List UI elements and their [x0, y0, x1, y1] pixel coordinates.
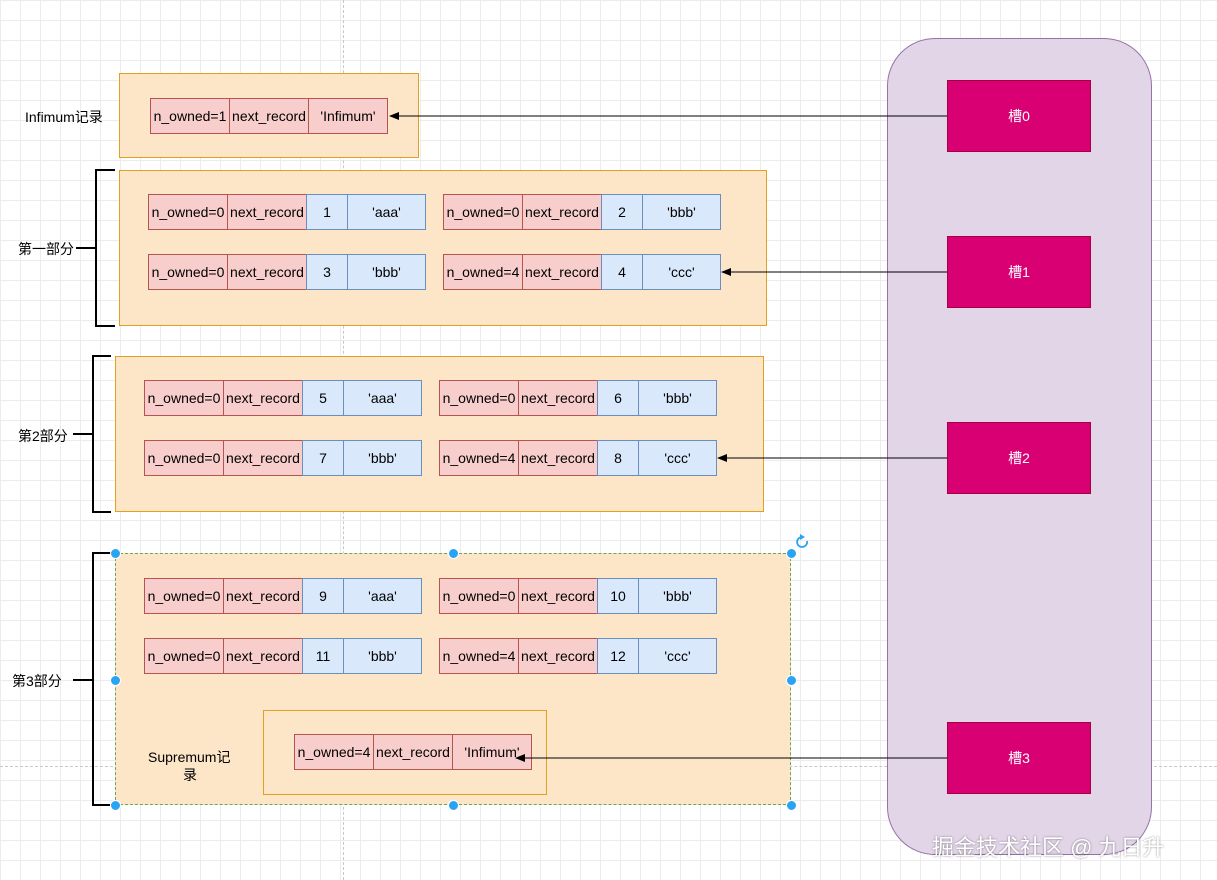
record-8-n-owned[interactable]: n_owned=4	[439, 440, 519, 476]
record-8-id[interactable]: 8	[597, 440, 639, 476]
watermark: 掘金技术社区 @ 九日升	[932, 835, 1165, 860]
record-6-next-record[interactable]: next_record	[518, 380, 598, 416]
record-11-id[interactable]: 11	[302, 638, 344, 674]
infimum-label: Infimum记录	[25, 109, 103, 125]
part-1-label: 第一部分	[18, 241, 74, 257]
record-1-value[interactable]: 'aaa'	[347, 194, 426, 230]
record-11-next-record[interactable]: next_record	[223, 638, 303, 674]
record-12-n-owned[interactable]: n_owned=4	[439, 638, 519, 674]
slot-1[interactable]: 槽1	[947, 236, 1091, 308]
record-3-next-record[interactable]: next_record	[227, 254, 307, 290]
part-2-bracket	[92, 355, 111, 513]
record-3-n-owned[interactable]: n_owned=0	[148, 254, 228, 290]
record-8-value[interactable]: 'ccc'	[638, 440, 717, 476]
supremum-value-cell[interactable]: 'Infimum'	[452, 734, 532, 770]
record-4-next-record[interactable]: next_record	[522, 254, 602, 290]
part-3-bracket	[92, 552, 111, 806]
infimum-next-record-cell[interactable]: next_record	[229, 98, 309, 134]
record-12-next-record[interactable]: next_record	[518, 638, 598, 674]
record-3-value[interactable]: 'bbb'	[347, 254, 426, 290]
record-1-next-record[interactable]: next_record	[227, 194, 307, 230]
record-7-id[interactable]: 7	[302, 440, 344, 476]
record-5-next-record[interactable]: next_record	[223, 380, 303, 416]
supremum-label-line-2: 录	[183, 767, 197, 783]
record-9-id[interactable]: 9	[302, 578, 344, 614]
record-9-n-owned[interactable]: n_owned=0	[144, 578, 224, 614]
record-9-next-record[interactable]: next_record	[223, 578, 303, 614]
slot-0[interactable]: 槽0	[947, 80, 1091, 152]
infimum-value-cell[interactable]: 'Infimum'	[308, 98, 388, 134]
record-11-n-owned[interactable]: n_owned=0	[144, 638, 224, 674]
slot-3[interactable]: 槽3	[947, 722, 1091, 794]
record-7-value[interactable]: 'bbb'	[343, 440, 422, 476]
resize-handle-bottom[interactable]	[448, 800, 459, 811]
resize-handle-right[interactable]	[786, 675, 797, 686]
part-3-label: 第3部分	[12, 673, 62, 689]
resize-handle-top[interactable]	[448, 548, 459, 559]
record-10-value[interactable]: 'bbb'	[638, 578, 717, 614]
record-6-id[interactable]: 6	[597, 380, 639, 416]
part-1-bracket	[95, 169, 115, 327]
record-6-value[interactable]: 'bbb'	[638, 380, 717, 416]
record-1-n-owned[interactable]: n_owned=0	[148, 194, 228, 230]
record-5-n-owned[interactable]: n_owned=0	[144, 380, 224, 416]
record-11-value[interactable]: 'bbb'	[343, 638, 422, 674]
resize-handle-left[interactable]	[110, 675, 121, 686]
record-2-n-owned[interactable]: n_owned=0	[443, 194, 523, 230]
supremum-next-record-cell[interactable]: next_record	[373, 734, 453, 770]
resize-handle-bottom-right[interactable]	[786, 800, 797, 811]
slot-2[interactable]: 槽2	[947, 422, 1091, 494]
record-6-n-owned[interactable]: n_owned=0	[439, 380, 519, 416]
record-2-next-record[interactable]: next_record	[522, 194, 602, 230]
record-12-id[interactable]: 12	[597, 638, 639, 674]
record-10-n-owned[interactable]: n_owned=0	[439, 578, 519, 614]
resize-handle-bottom-left[interactable]	[110, 800, 121, 811]
record-12-value[interactable]: 'ccc'	[638, 638, 717, 674]
record-8-next-record[interactable]: next_record	[518, 440, 598, 476]
record-10-next-record[interactable]: next_record	[518, 578, 598, 614]
record-10-id[interactable]: 10	[597, 578, 639, 614]
resize-handle-top-left[interactable]	[110, 548, 121, 559]
rotate-handle-icon[interactable]	[796, 534, 808, 548]
record-9-value[interactable]: 'aaa'	[343, 578, 422, 614]
supremum-n-owned-cell[interactable]: n_owned=4	[294, 734, 374, 770]
record-3-id[interactable]: 3	[306, 254, 348, 290]
record-4-n-owned[interactable]: n_owned=4	[443, 254, 523, 290]
record-2-value[interactable]: 'bbb'	[642, 194, 721, 230]
record-7-n-owned[interactable]: n_owned=0	[144, 440, 224, 476]
resize-handle-top-right[interactable]	[786, 548, 797, 559]
record-4-value[interactable]: 'ccc'	[642, 254, 721, 290]
part-2-label: 第2部分	[18, 428, 68, 444]
supremum-label-line-1: Supremum记	[148, 749, 231, 765]
infimum-n-owned-cell[interactable]: n_owned=1	[150, 98, 230, 134]
record-5-value[interactable]: 'aaa'	[343, 380, 422, 416]
